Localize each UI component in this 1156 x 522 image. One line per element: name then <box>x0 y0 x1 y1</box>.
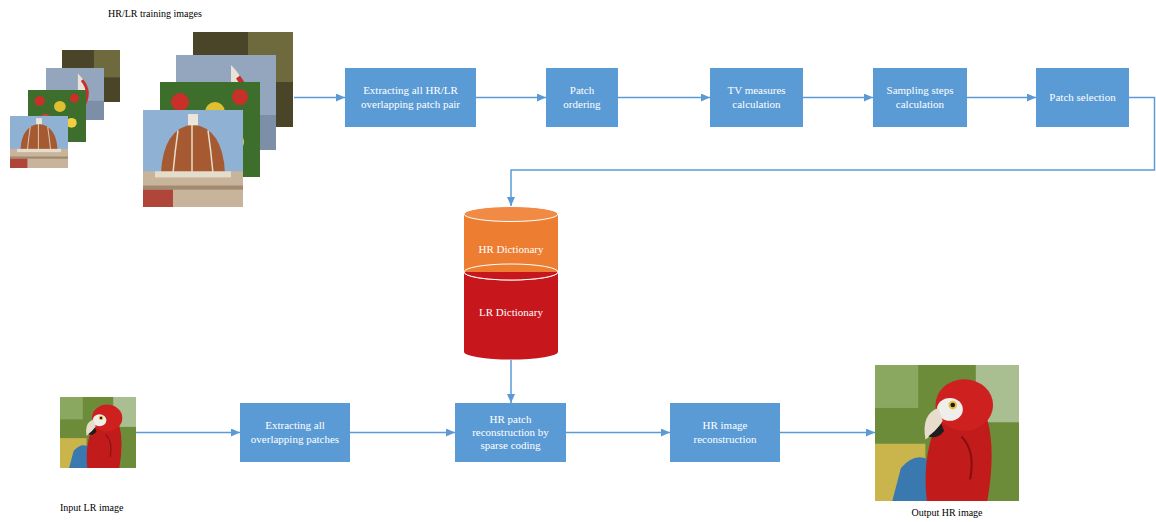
box-label: TV measures calculation <box>715 84 798 110</box>
input-image: Input LR image <box>60 397 136 468</box>
training-images: HR/LR training images <box>10 30 294 208</box>
dictionary-label: HR Dictionary <box>463 220 559 280</box>
process-box: Patch ordering <box>546 68 618 127</box>
flow-arrow <box>294 97 345 99</box>
flow-arrow <box>618 97 710 99</box>
dictionary-label: LR Dictionary <box>463 280 559 346</box>
image-caption: HR/LR training images <box>108 8 202 20</box>
box-label: Patch ordering <box>551 84 613 110</box>
image-caption: Output HR image <box>875 507 1019 519</box>
box-label: HR patch reconstruction by sparse coding <box>460 413 561 453</box>
flow-arrow <box>476 97 546 99</box>
process-box: Sampling steps calculation <box>873 68 967 127</box>
flow-arrow <box>136 432 240 434</box>
process-box: Extracting all overlapping patches <box>240 403 350 462</box>
flow-arrow <box>967 97 1036 99</box>
flow-arrow <box>510 360 512 403</box>
box-label: HR image reconstruction <box>675 419 775 445</box>
process-box: HR patch reconstruction by sparse coding <box>455 403 566 462</box>
output-image: Output HR image <box>875 365 1019 501</box>
training-image-stack-large <box>143 32 293 207</box>
cylinder-outline <box>463 206 559 360</box>
process-box: HR image reconstruction <box>670 403 780 462</box>
flow-arrow <box>780 432 875 434</box>
output-hr-image <box>875 365 1019 501</box>
process-box: Patch selection <box>1036 68 1129 127</box>
training-image-stack-small <box>10 50 120 168</box>
process-box: Extracting all HR/LR overlapping patch p… <box>345 68 476 127</box>
box-label: Extracting all overlapping patches <box>245 419 345 445</box>
input-lr-image <box>60 397 136 468</box>
flow-arrow <box>803 97 873 99</box>
box-label: Extracting all HR/LR overlapping patch p… <box>350 84 471 110</box>
process-box: TV measures calculation <box>710 68 803 127</box>
dictionary-cylinder: HR DictionaryLR Dictionary <box>463 206 559 360</box>
box-label: Patch selection <box>1049 91 1115 104</box>
flow-arrow <box>350 432 455 434</box>
box-label: Sampling steps calculation <box>878 84 962 110</box>
flow-arrow <box>566 432 670 434</box>
image-caption: Input LR image <box>60 502 123 514</box>
